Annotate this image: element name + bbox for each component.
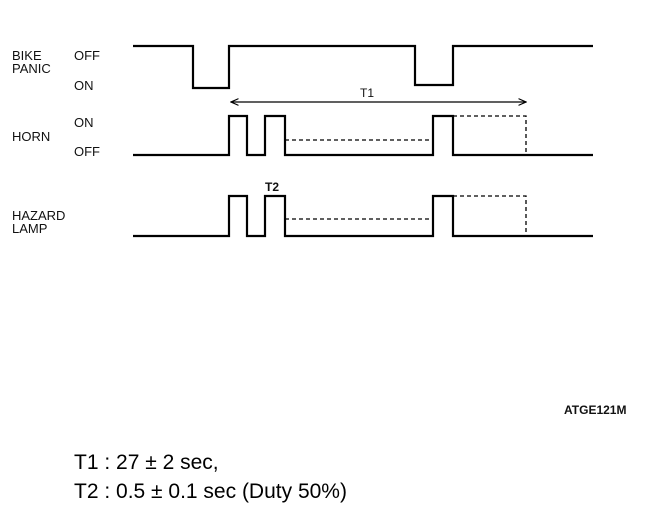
horn-state-on: ON — [74, 115, 94, 130]
hazard-name-line1: HAZARD — [12, 208, 65, 223]
horn-state-off: OFF — [74, 144, 100, 159]
hazard-name-line2: LAMP — [12, 221, 47, 236]
t1-note: T1 : 27 ± 2 sec, — [74, 451, 219, 474]
hazard-lamp-label: HAZARD LAMP — [12, 208, 65, 236]
hazard-dashed-extension — [453, 195, 527, 236]
t2-note: T2 : 0.5 ± 0.1 sec (Duty 50%) — [74, 480, 347, 503]
t2-marker: T2 — [265, 180, 279, 194]
figure-code: ATGE121M — [564, 403, 626, 417]
t1-marker: T1 — [360, 86, 374, 100]
timing-notes: T1 : 27 ± 2 sec, T2 : 0.5 ± 0.1 sec (Dut… — [74, 448, 347, 506]
horn-waveform — [133, 114, 593, 157]
bike-panic-name-line1: BIKE — [12, 48, 42, 63]
hazard-lamp-waveform — [133, 194, 593, 238]
bike-panic-state-off: OFF — [74, 48, 100, 63]
bike-panic-name-line2: PANIC — [12, 61, 51, 76]
horn-name: HORN — [12, 129, 50, 144]
bike-panic-waveform — [133, 44, 593, 90]
horn-dashed-extension — [453, 115, 527, 155]
bike-panic-state-on: ON — [74, 78, 94, 93]
bike-panic-label: BIKE PANIC — [12, 48, 51, 76]
